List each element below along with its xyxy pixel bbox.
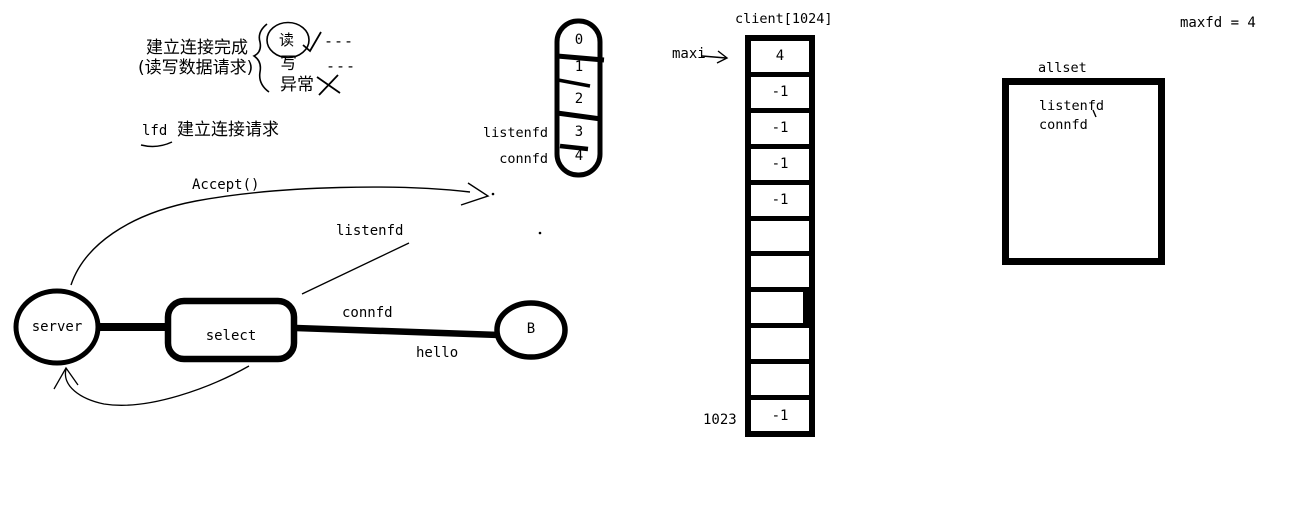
client-array-cell: -1 <box>771 407 789 424</box>
accept-call-label: Accept() <box>192 177 260 193</box>
fd-cell-4: 4 <box>574 148 584 164</box>
fd-table-divider-0 <box>556 53 605 63</box>
client-b-node-label: B <box>526 321 536 337</box>
x-mark-icon <box>316 74 341 96</box>
fd-cell-0: 0 <box>574 32 584 48</box>
select-node-shape <box>164 297 298 363</box>
checkmark-icon <box>302 31 322 53</box>
fd-table-divider-3 <box>559 143 589 152</box>
client-array-cell <box>751 328 809 365</box>
client-array: 4 -1 -1 -1 -1 -1 <box>745 35 815 437</box>
fd-cell-1: 1 <box>574 59 584 75</box>
maxfd-value-label: maxfd = 4 <box>1180 15 1256 31</box>
lfd-underline <box>140 141 173 148</box>
event-exception-label: 异常 <box>280 75 314 95</box>
allset-tick-mark <box>1092 109 1097 118</box>
read-dash-marks: --- <box>324 32 355 50</box>
fd-cell-2: 2 <box>574 91 584 107</box>
client-array-cell: 4 <box>751 41 809 77</box>
lfd-abbr-label: lfd <box>142 123 168 139</box>
listenfd-pointer-line <box>301 242 410 295</box>
allset-item-listenfd: listenfd <box>1039 98 1105 114</box>
fd-table-divider-2 <box>556 110 602 122</box>
listenfd-pointer-label: listenfd <box>336 223 404 239</box>
client-array-cell <box>751 221 809 257</box>
event-write-label: 写 <box>280 54 297 74</box>
client-array-title: client[1024] <box>735 11 833 27</box>
client-array-cell <box>751 256 809 293</box>
write-dash-marks: --- <box>326 57 357 75</box>
client-array-cell: -1 <box>751 113 809 149</box>
maxi-arrowhead-icon <box>716 50 729 64</box>
note-connect-done-line1: 建立连接完成 <box>146 38 248 58</box>
allset-box: listenfd connfd <box>1002 78 1165 265</box>
fd-listenfd-label: listenfd <box>482 125 548 141</box>
fd-table-divider-1 <box>557 78 591 88</box>
connfd-link <box>295 324 500 339</box>
fd-cell-3: 3 <box>574 124 584 140</box>
hello-message-label: hello <box>416 345 459 361</box>
client-array-cell <box>751 292 809 329</box>
allset-title: allset <box>1038 60 1087 76</box>
select-to-server-curve <box>64 365 250 406</box>
read-circle-icon <box>266 21 310 59</box>
note-connect-done-line2: (读写数据请求) <box>138 58 254 78</box>
server-node-label: server <box>31 319 83 335</box>
event-read-label: 读 <box>279 31 295 49</box>
lfd-request-label: 建立连接请求 <box>177 120 279 140</box>
server-node-shape <box>13 288 101 366</box>
brace-icon <box>252 23 270 93</box>
return-arrowhead-icon <box>53 366 79 390</box>
accept-arrowhead-icon <box>460 182 490 206</box>
client-array-cell: -1 <box>751 185 809 221</box>
client-array-cell <box>751 364 809 401</box>
client-array-cell: -1 <box>751 149 809 185</box>
maxi-arrow-line <box>701 55 727 59</box>
accept-arrow-curve <box>70 186 471 286</box>
stray-dot <box>491 192 495 196</box>
client-array-cell: -1 <box>751 77 809 113</box>
client-b-node-shape <box>494 300 568 360</box>
connfd-link-label: connfd <box>342 305 393 321</box>
client-last-index-label: 1023 <box>703 412 737 428</box>
select-node-label: select <box>205 328 257 344</box>
allset-item-connfd: connfd <box>1039 117 1088 133</box>
fd-connfd-label: connfd <box>499 151 548 167</box>
stray-dot <box>538 231 542 235</box>
maxi-pointer-label: maxi <box>672 46 706 62</box>
